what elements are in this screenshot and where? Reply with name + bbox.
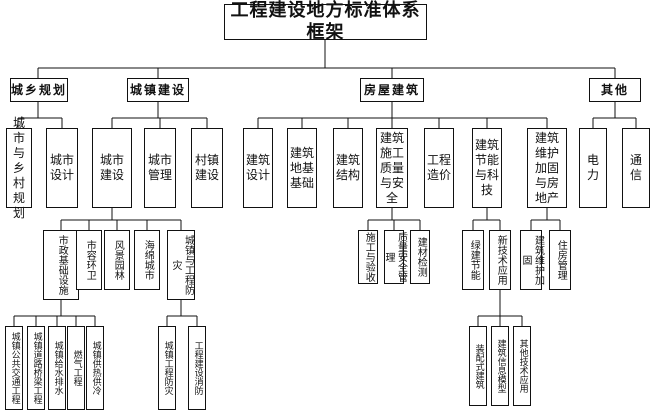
node-urban-design: 城市设计 xyxy=(46,128,78,208)
node-city-management: 城市管理 xyxy=(144,128,176,208)
node-municipal-infrastructure: 市政基础设施 xyxy=(43,230,79,300)
node-gas-engineering: 燃气工程 xyxy=(67,326,85,410)
node-road-bridge: 城镇道路桥梁工程 xyxy=(27,326,45,410)
node-construction-acceptance: 施工与验收 xyxy=(358,230,378,284)
diagram-title: 工程建设地方标准体系框架 xyxy=(224,0,427,43)
node-engineering-cost: 工程造价 xyxy=(424,128,454,208)
node-maintenance-reinforcement: 建筑维护加固 xyxy=(520,230,544,290)
node-green-building: 绿建节能 xyxy=(462,230,484,290)
node-maintenance-real-estate: 建筑维护加固与房地产 xyxy=(527,128,567,208)
node-quality-safety-management: 质量安全管理 xyxy=(383,230,407,284)
node-town-engineering-disaster-prevention: 城镇工程防灾 xyxy=(158,326,176,410)
node-material-testing: 建材检测 xyxy=(410,230,430,284)
category-urban-construction: 城镇建设 xyxy=(127,78,189,102)
node-power: 电力 xyxy=(579,128,607,208)
node-energy-technology: 建筑节能与科技 xyxy=(472,128,502,208)
node-sponge-city: 海绵城市 xyxy=(134,230,160,290)
node-building-structure: 建筑结构 xyxy=(333,128,363,208)
node-disaster-prevention: 城镇与工程防灾 xyxy=(167,230,195,300)
node-urban-rural-planning: 城市与乡村规划 xyxy=(6,116,32,220)
node-construction-quality-safety: 建筑施工质量与安全 xyxy=(376,128,408,208)
node-new-technology: 新技术应用 xyxy=(489,230,511,290)
node-construction-fire-protection: 工程建设消防 xyxy=(188,326,206,410)
category-urban-rural-planning: 城乡规划 xyxy=(10,78,68,102)
node-public-transport: 城镇公共交通工程 xyxy=(5,326,23,410)
category-others: 其他 xyxy=(589,78,641,102)
node-water-supply-drainage: 城镇给水排水 xyxy=(48,326,66,410)
node-architectural-design: 建筑设计 xyxy=(243,128,273,208)
category-building-construction: 房屋建筑 xyxy=(360,78,424,102)
node-housing-management: 住房管理 xyxy=(549,230,571,290)
node-communication: 通信 xyxy=(622,128,650,208)
node-village-town-construction: 村镇建设 xyxy=(191,128,223,208)
node-other-tech-application: 其他技术应用 xyxy=(513,326,531,406)
node-prefabricated-building: 装配式建筑 xyxy=(469,326,487,406)
node-landscape-gardening: 风景园林 xyxy=(104,230,130,290)
node-heating-cooling: 城镇供热供冷 xyxy=(86,326,104,410)
node-city-construction: 城市建设 xyxy=(92,128,132,208)
node-city-sanitation: 市容环卫 xyxy=(76,230,102,290)
node-building-information-model: 建筑信息模型 xyxy=(491,326,509,406)
node-building-foundation: 建筑地基基础 xyxy=(287,128,317,208)
